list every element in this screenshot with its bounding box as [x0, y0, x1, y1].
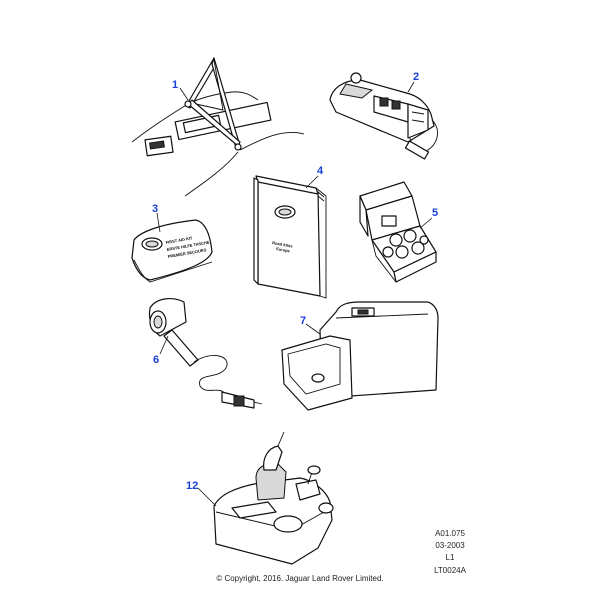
first-aid-kit-illustration: FIRST AID KIT ERSTE HILFE TASCHE PREMIER…: [131, 219, 213, 283]
warning-triangle-illustration: [131, 57, 305, 197]
illustration-id: LT0024A: [434, 566, 466, 575]
handbook-label-line-2: Europe: [276, 246, 291, 253]
gear-console-illustration: [213, 431, 334, 565]
callout-4: 4: [317, 165, 324, 177]
reference-level: L1: [445, 553, 455, 562]
reference-code: A01.075: [435, 529, 465, 538]
callout-7: 7: [300, 315, 306, 327]
handbook-label-line-1: Road Atlas: [272, 240, 294, 249]
bulb-kit-illustration: [359, 181, 437, 283]
first-aid-label-line-3: PREMIER SECOURS: [167, 247, 207, 259]
callout-6: 6: [153, 354, 159, 366]
cubby-box-illustration: [281, 301, 439, 411]
air-compressor-illustration: [329, 72, 439, 160]
reference-date: 03-2003: [435, 541, 465, 550]
rechargeable-lamp-illustration: [148, 298, 263, 409]
callout-3: 3: [152, 203, 158, 215]
leader-lines: [156, 81, 433, 507]
callout-5: 5: [432, 207, 438, 219]
callout-1: 1: [172, 79, 178, 91]
first-aid-label-line-1: FIRST AID KIT: [165, 235, 193, 245]
callout-2: 2: [413, 71, 419, 83]
copyright-notice: © Copyright, 2016. Jaguar Land Rover Lim…: [216, 574, 384, 583]
handbook-illustration: Road Atlas Europe: [253, 175, 327, 299]
callout-12: 12: [186, 480, 198, 492]
